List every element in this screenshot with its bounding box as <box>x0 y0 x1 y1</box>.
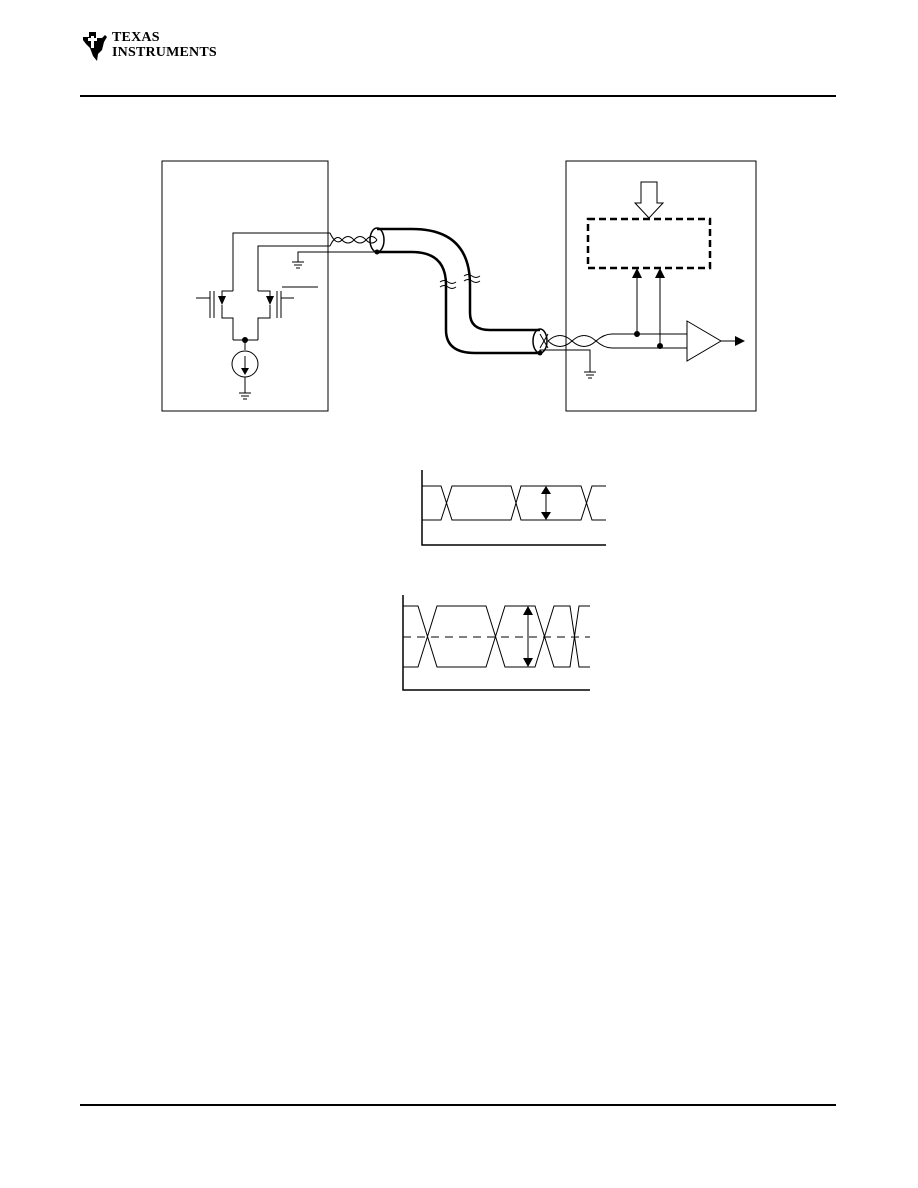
differential-eye <box>402 595 590 691</box>
eye1-arrow-up-icon <box>541 486 551 494</box>
junction-dot <box>657 343 663 349</box>
output-arrow-icon <box>735 336 745 346</box>
twisted-pair-receiver <box>539 333 687 379</box>
current-arrow-icon <box>241 368 249 375</box>
bias-arrow-left-icon <box>632 268 642 278</box>
company-line-1: TEXAS <box>112 30 160 45</box>
junction-dot <box>634 331 640 337</box>
receiver-block <box>565 160 757 412</box>
cable-break-marks <box>439 274 481 289</box>
single-ended-eye <box>421 470 606 546</box>
eye2-arrow-down-icon <box>523 658 533 667</box>
transistor-left-arrow-icon <box>218 296 226 305</box>
junction-dot <box>242 337 248 343</box>
transistor-right-arrow-icon <box>266 296 274 305</box>
input-arrow-icon <box>633 181 665 219</box>
failsafe-bias-block <box>586 217 712 270</box>
driver-circuit <box>196 232 377 400</box>
bias-arrow-right-icon <box>655 268 665 278</box>
receiver-amplifier <box>686 320 722 362</box>
driver-block <box>161 160 329 412</box>
eye1-arrow-down-icon <box>541 512 551 520</box>
ti-logo: TEXAS INSTRUMENTS <box>80 28 230 64</box>
company-line-2: INSTRUMENTS <box>112 45 217 60</box>
shielded-cable <box>369 227 548 355</box>
junction-dot <box>374 249 380 255</box>
footer-rule <box>80 1104 836 1106</box>
eye2-arrow-up-icon <box>523 606 533 615</box>
junction-dot <box>537 350 543 356</box>
ti-logo-icon <box>83 32 107 61</box>
header-rule <box>80 95 836 97</box>
company-name: TEXAS INSTRUMENTS <box>112 30 217 60</box>
